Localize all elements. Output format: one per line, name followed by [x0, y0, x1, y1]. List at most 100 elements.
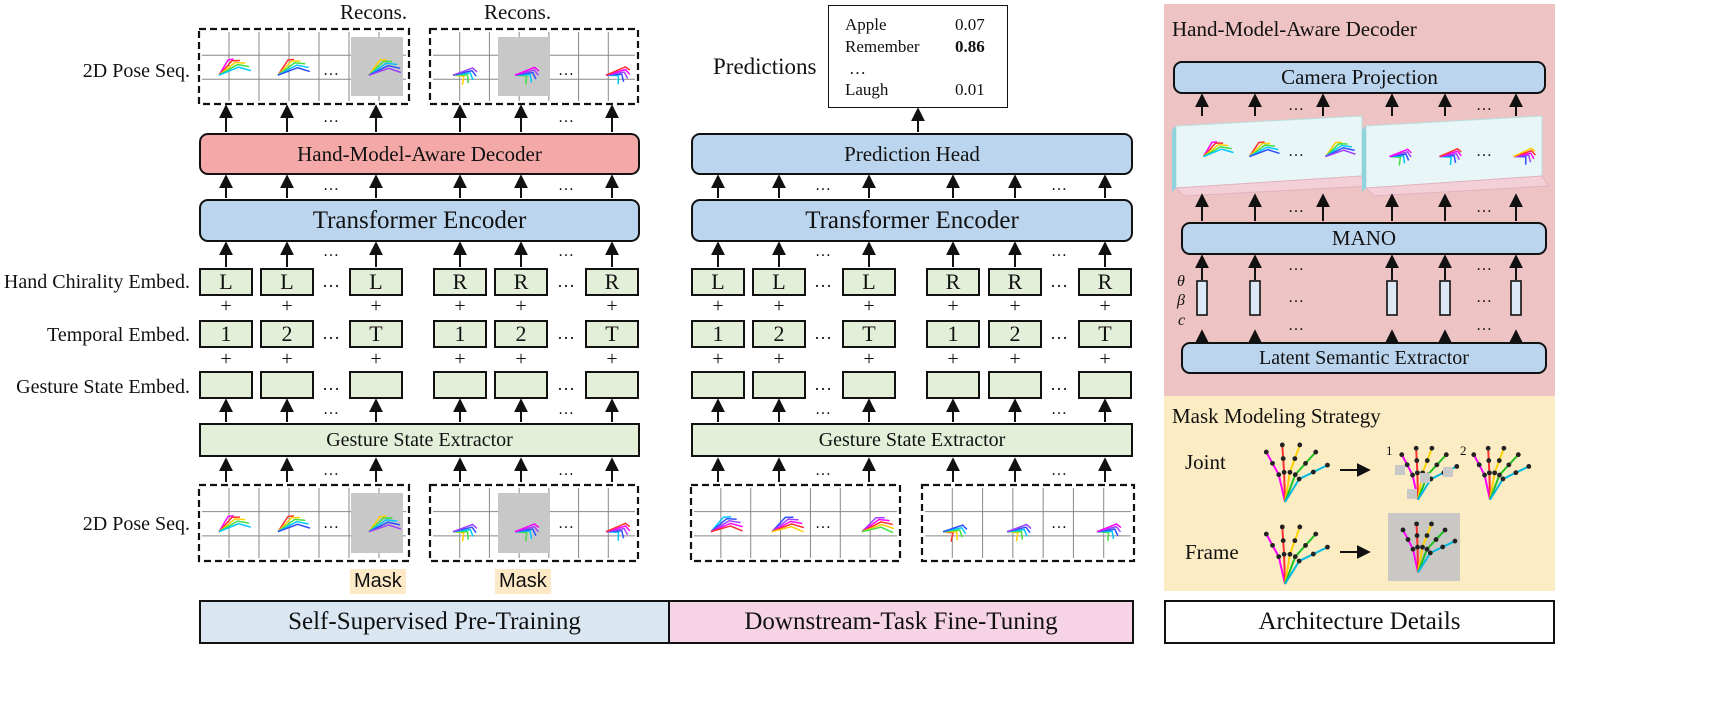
joint-dot — [1442, 527, 1448, 533]
finger-stroke — [942, 530, 954, 542]
joint-dot — [1303, 542, 1308, 548]
hand-pose-sketch — [1513, 147, 1536, 165]
finger-stroke — [368, 60, 393, 76]
hand-pose-sketch — [1006, 523, 1032, 542]
finger-stroke — [942, 524, 968, 533]
joint-dot — [1434, 462, 1440, 468]
pretrain-temporal-token: 2 — [494, 320, 548, 348]
ellipsis-mark: … — [558, 62, 574, 79]
ellipsis-mark: … — [1051, 243, 1067, 260]
prediction-word: … — [849, 59, 866, 78]
ellipsis-mark: … — [1476, 143, 1492, 160]
finetune-temporal-token: 2 — [752, 320, 806, 348]
finger-chain — [1265, 533, 1286, 585]
joint-dot — [1325, 462, 1330, 468]
hand-pose-sketch — [1389, 148, 1412, 166]
joint-dot — [1263, 449, 1269, 455]
plus-sign: + — [1009, 348, 1020, 370]
prediction-word: Remember — [845, 37, 920, 56]
hand-pose-sketch — [218, 58, 252, 76]
finetuning-banner: Downstream-Task Fine-Tuning — [668, 600, 1134, 644]
c-param: c — [1178, 312, 1186, 329]
finger-chain — [1284, 546, 1328, 585]
prediction-word: Apple — [845, 15, 887, 34]
frame-label: Frame — [1185, 540, 1239, 564]
finger-chain — [1417, 523, 1433, 573]
joint-dot — [1513, 470, 1519, 476]
plus-sign: + — [947, 348, 958, 370]
finetune-chirality-token: L — [842, 268, 896, 296]
ellipsis-mark: … — [1050, 323, 1068, 343]
finetune-temporal-token: T — [842, 320, 896, 348]
param-vector — [1196, 280, 1208, 316]
mask-step-1: 1 — [1386, 443, 1393, 458]
finger-stroke — [1248, 141, 1265, 157]
ellipsis-mark: … — [814, 271, 832, 291]
plus-sign: + — [281, 348, 292, 370]
ellipsis-mark: … — [322, 323, 340, 343]
finger-stroke — [452, 526, 477, 534]
ellipsis-mark: … — [323, 515, 339, 532]
finger-stroke — [1513, 149, 1536, 158]
masked-joint — [1395, 465, 1405, 475]
ellipsis-mark: … — [558, 243, 574, 260]
pose-seq-top-right — [428, 27, 640, 106]
mask-label-1: Mask — [350, 569, 406, 594]
prediction-head-block: Prediction Head — [691, 133, 1133, 175]
plus-sign: + — [773, 295, 784, 317]
finger-stroke — [368, 58, 387, 76]
joint-dot — [1276, 554, 1282, 560]
finger-chain — [1281, 526, 1286, 585]
finger-stroke — [218, 520, 250, 533]
recons-label-2: Recons. — [484, 0, 552, 24]
finger-stroke — [452, 67, 478, 76]
joint-dot — [1497, 472, 1502, 478]
pretrain-gesture-token — [585, 371, 639, 399]
pretrain-gesture-token — [199, 371, 253, 399]
finger-stroke — [452, 523, 478, 533]
plus-sign: + — [1099, 295, 1110, 317]
finger-stroke — [1439, 150, 1462, 158]
joint-dot — [1486, 458, 1492, 463]
camera-projection-block: Camera Projection — [1173, 61, 1546, 94]
joint-dot — [1429, 521, 1434, 527]
joint-dot — [1280, 538, 1286, 544]
finetune-gesture-token — [988, 371, 1042, 399]
finger-stroke — [218, 516, 240, 533]
finger-stroke — [710, 522, 743, 533]
ellipsis-mark: … — [558, 401, 574, 418]
joint-dot — [1476, 462, 1482, 468]
theta-param: θ — [1177, 273, 1185, 290]
hand-pose-sketch — [771, 516, 805, 533]
finetune-temporal-token: 1 — [926, 320, 980, 348]
finger-stroke — [218, 61, 246, 76]
hand-pose-sketch — [710, 516, 744, 533]
finger-stroke — [1249, 146, 1279, 158]
finger-stroke — [277, 60, 301, 76]
side-wall — [1362, 126, 1366, 192]
finger-stroke — [861, 518, 890, 533]
finetune-gesture-token — [691, 371, 745, 399]
joint-dot — [1482, 472, 1487, 478]
plus-sign: + — [712, 295, 723, 317]
joint-dot — [1270, 460, 1275, 466]
prediction-score: 0.01 — [955, 80, 985, 99]
ellipsis-mark: … — [1288, 143, 1304, 160]
joint-dot — [1471, 452, 1477, 458]
joint-dot — [1501, 445, 1507, 451]
finger-chain — [1265, 451, 1286, 503]
finger-stroke — [277, 518, 306, 533]
param-vector — [1249, 280, 1261, 316]
architecture-details-banner: Architecture Details — [1164, 600, 1555, 644]
joint-dot — [1454, 464, 1460, 469]
joint-dot — [1292, 456, 1298, 462]
hand-pose-sketch — [1324, 141, 1356, 158]
plus-sign: + — [370, 348, 381, 370]
pretrain-gesture-token — [260, 371, 314, 399]
ellipsis-mark: … — [1288, 199, 1304, 216]
ellipsis-mark: … — [814, 323, 832, 343]
plus-sign: + — [1009, 295, 1020, 317]
plus-sign: + — [220, 295, 231, 317]
ellipsis-mark: … — [815, 462, 831, 479]
joint-dot — [1410, 546, 1416, 552]
